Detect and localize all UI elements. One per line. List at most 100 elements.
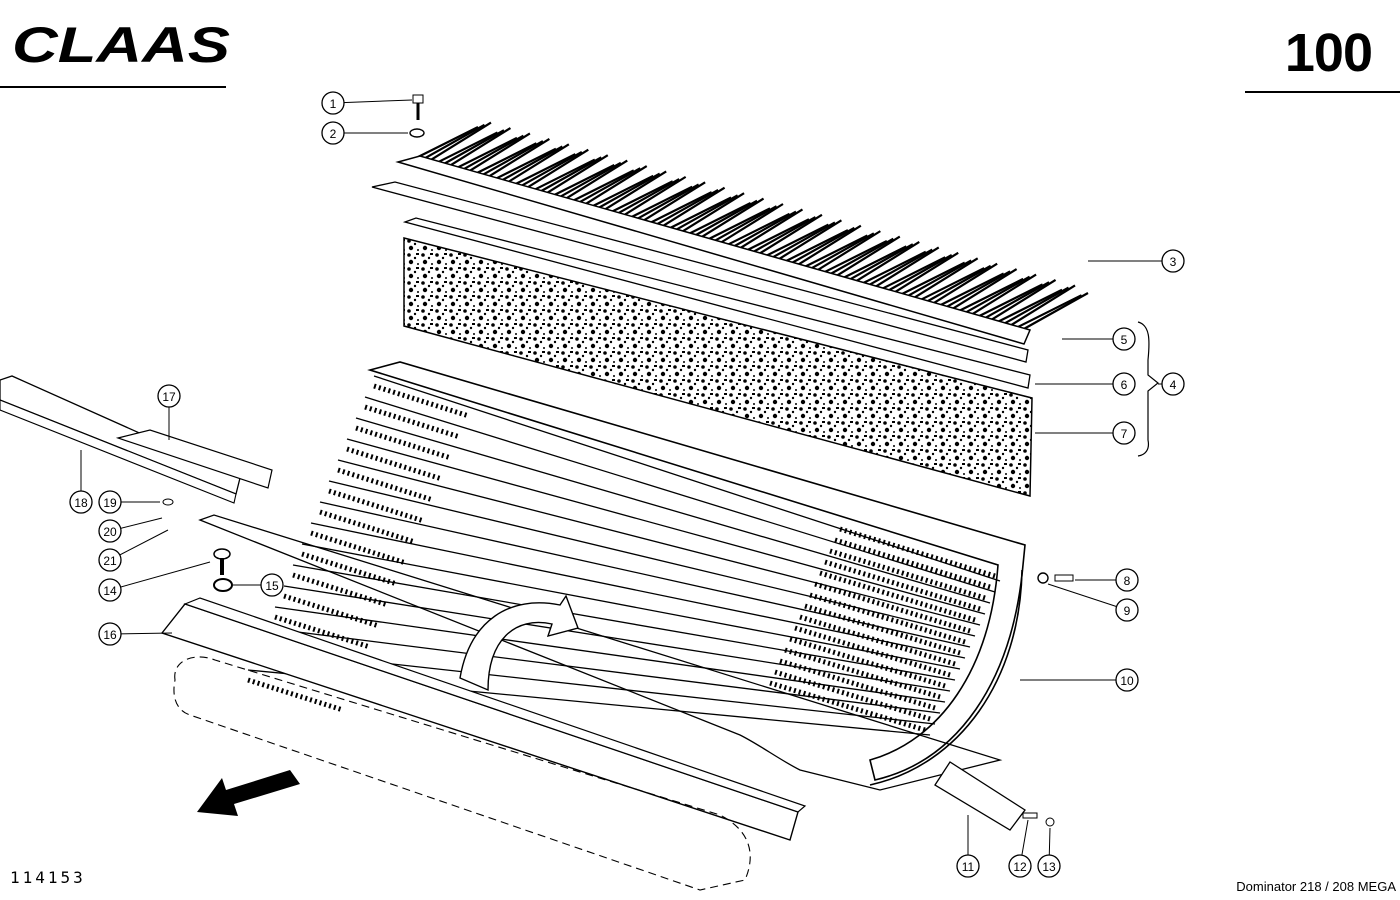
grate-bar	[337, 459, 981, 626]
callout-label: 7	[1121, 427, 1128, 441]
callout-label: 14	[103, 584, 117, 598]
rake-finger	[469, 142, 537, 178]
rake-finger	[722, 212, 790, 248]
grate-wire-right	[779, 658, 936, 711]
rake-finger	[930, 262, 998, 306]
callout-16: 16	[98, 622, 122, 646]
callout-circle	[1037, 854, 1061, 878]
rake-finger	[852, 241, 920, 284]
grate-bar	[328, 480, 976, 637]
callout-19: 19	[98, 490, 122, 514]
rake-finger	[807, 232, 875, 272]
rake-finger	[658, 186, 726, 230]
callout-8: 8	[1115, 568, 1139, 592]
leader-line-14	[109, 561, 211, 591]
rake-finger	[878, 256, 946, 292]
callout-circle	[1112, 327, 1136, 351]
callout-circle	[321, 91, 345, 115]
grate-bar	[364, 396, 996, 593]
rake-finger	[969, 273, 1037, 317]
callout-18: 18	[69, 490, 93, 514]
rake-finger	[463, 132, 531, 176]
grate-wire-left	[274, 614, 371, 650]
nut-part-13	[1045, 817, 1055, 827]
callout-circle	[1008, 854, 1032, 878]
brand-underline	[0, 86, 226, 88]
grate-wire-right	[834, 537, 991, 590]
grate-wire-left	[319, 509, 416, 545]
grate-wire-left	[310, 530, 407, 566]
grate-wire-right	[839, 526, 996, 579]
callout-circle	[956, 854, 980, 878]
rake-finger	[476, 140, 544, 180]
callout-10: 10	[1115, 668, 1139, 692]
rake-finger	[976, 283, 1044, 319]
callout-label: 3	[1170, 255, 1177, 269]
grate-wire-right	[824, 559, 981, 612]
grate-wire-left	[346, 446, 443, 482]
leader-line-1	[332, 99, 413, 104]
travel-direction-arrow	[197, 770, 300, 816]
callout-label: 5	[1121, 333, 1128, 347]
callout-21: 21	[98, 548, 122, 572]
grate-bar	[355, 417, 991, 604]
bolt-part-8	[1054, 574, 1074, 582]
callout-circle	[1115, 668, 1139, 692]
callout-circle	[321, 121, 345, 145]
callout-4: 4	[1161, 372, 1185, 396]
rake-finger	[937, 272, 1005, 308]
rake-finger	[664, 196, 732, 232]
rake-finger	[599, 170, 667, 214]
grate-bar	[283, 585, 951, 692]
housing-outline-dashed	[173, 656, 751, 891]
rake-finger	[645, 191, 713, 227]
callout-circle	[98, 578, 122, 602]
grate-wire-right	[814, 581, 971, 634]
grate-bar	[346, 438, 986, 615]
rake-finger	[437, 129, 505, 169]
grate-wire-left	[337, 467, 434, 503]
callout-label: 15	[265, 579, 279, 593]
callout-circle	[260, 573, 284, 597]
guide-rail-top	[183, 597, 807, 813]
rake-finger	[716, 203, 784, 246]
grate-wire-right	[784, 647, 941, 700]
rake-finger	[872, 246, 940, 290]
rake-finger	[547, 163, 615, 199]
callout-15: 15	[260, 573, 284, 597]
callout-17: 17	[157, 384, 181, 408]
grate-wire-right	[804, 603, 961, 656]
rake-finger	[1008, 284, 1076, 328]
rake-finger	[865, 248, 933, 288]
washer-part-2	[409, 128, 425, 138]
page-number: 100	[1284, 23, 1373, 83]
rake-finger	[690, 199, 758, 239]
grate-wire-left	[283, 593, 380, 629]
washer-part-15	[213, 578, 233, 592]
callout-label: 17	[162, 390, 176, 404]
callout-12: 12	[1008, 854, 1032, 878]
callout-label: 20	[103, 525, 117, 539]
rake-finger	[885, 254, 953, 293]
callout-3: 3	[1161, 249, 1185, 273]
callout-9: 9	[1115, 598, 1139, 622]
rake-finger	[573, 167, 641, 207]
callout-circle	[1161, 372, 1185, 396]
group-bracket-part-4	[1137, 321, 1159, 457]
rake-finger	[619, 175, 687, 219]
rake-finger	[709, 205, 778, 245]
rake-finger	[943, 270, 1011, 310]
rake-finger	[781, 229, 849, 265]
callout-6: 6	[1112, 372, 1136, 396]
callout-5: 5	[1112, 327, 1136, 351]
rake-finger	[917, 267, 985, 303]
grate-bar	[301, 543, 961, 670]
grate-wire-left	[373, 383, 470, 419]
rake-finger	[911, 257, 979, 301]
callout-circle	[98, 548, 122, 572]
rake-finger	[567, 169, 635, 205]
drawing-number: 114153	[10, 868, 86, 887]
grate-wire-left	[364, 404, 461, 440]
grate-wire-right	[819, 570, 976, 623]
leader-line-9	[1047, 583, 1128, 611]
